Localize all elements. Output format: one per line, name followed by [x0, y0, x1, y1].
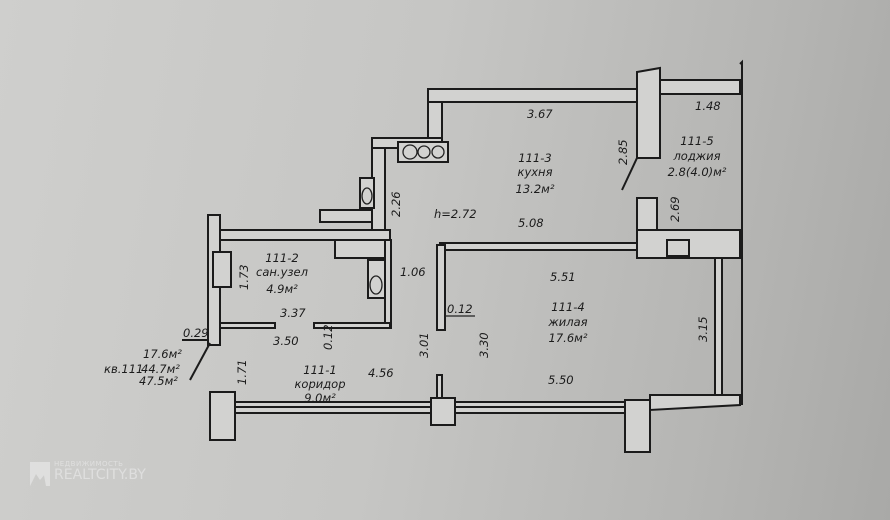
dimension: 0.29 [183, 326, 209, 340]
room-area: 13.2м² [516, 182, 555, 196]
watermark-brand: REALTCITY.BY [54, 467, 146, 483]
room-id: 111-5 [680, 134, 713, 148]
sink-icon [359, 177, 375, 209]
dimension: 3.50 [273, 334, 299, 348]
room-name: лоджия [672, 149, 720, 163]
dimensions: 3.67 1.48 2.85 2.69 5.08 2.26 1.06 1.73 … [183, 99, 721, 387]
toilet-icon [367, 259, 386, 299]
dimension: 3.37 [280, 306, 306, 320]
ceiling-height: h=2.72 [434, 207, 477, 221]
dimension: 3.01 [417, 332, 431, 358]
room-id: 111-2 [265, 251, 298, 265]
room-id: 111-1 [303, 363, 336, 377]
dimension: 1.48 [695, 99, 721, 113]
room-111-4-label: 111-4 жилая 17.6м² [547, 300, 587, 345]
dimension: 0.12 [321, 324, 335, 350]
dimension: 5.51 [550, 270, 576, 284]
room-labels: 111-1 коридор 9.0м² 111-2 сан.узел 4.9м²… [104, 134, 727, 405]
room-area: 17.6м² [549, 331, 588, 345]
dimension: 4.56 [368, 366, 394, 380]
realtcity-logo-icon [30, 462, 50, 486]
room-name: кухня [518, 165, 553, 179]
dimension: 1.73 [237, 264, 251, 290]
apartment-number: кв.111 [104, 362, 143, 376]
walls [182, 59, 743, 453]
dimension: 0.12 [447, 302, 473, 316]
dimension: 2.69 [668, 196, 682, 222]
dimension: 1.71 [235, 359, 249, 385]
room-area: 4.9м² [266, 282, 298, 296]
room-111-5-label: 111-5 лоджия 2.8(4.0)м² [668, 134, 727, 179]
room-name: жилая [547, 315, 587, 329]
dimension: 2.26 [389, 191, 403, 217]
watermark-subtitle: НЕДВИЖИМОСТЬ [54, 460, 124, 468]
dimension: 3.15 [696, 316, 710, 342]
total-area-with-loggia: 47.5м² [139, 374, 178, 388]
watermark: НЕДВИЖИМОСТЬ REALTCITY.BY [30, 460, 146, 486]
room-name: сан.узел [256, 265, 309, 279]
room-id: 111-3 [518, 151, 551, 165]
room-111-3-label: 111-3 кухня 13.2м² [516, 151, 555, 196]
room-area: 9.0м² [304, 391, 336, 405]
dimension: 5.50 [548, 373, 574, 387]
apartment-summary: 17.6м² кв.111 44.7м² 47.5м² [104, 347, 182, 388]
room-name: коридор [294, 377, 345, 391]
room-111-1-label: 111-1 коридор 9.0м² [294, 363, 345, 405]
room-id: 111-4 [551, 300, 584, 314]
living-area: 17.6м² [143, 347, 182, 361]
dimension: 3.30 [477, 332, 491, 358]
dimension: 5.08 [518, 216, 544, 230]
dimension: 2.85 [616, 139, 630, 165]
dimension: 3.67 [527, 107, 553, 121]
room-111-2-label: 111-2 сан.узел 4.9м² [256, 251, 309, 296]
kitchen-stove-icon [397, 141, 449, 163]
room-area: 2.8(4.0)м² [668, 165, 727, 179]
dimension: 1.06 [400, 265, 426, 279]
total-area: 44.7м² [141, 362, 180, 376]
